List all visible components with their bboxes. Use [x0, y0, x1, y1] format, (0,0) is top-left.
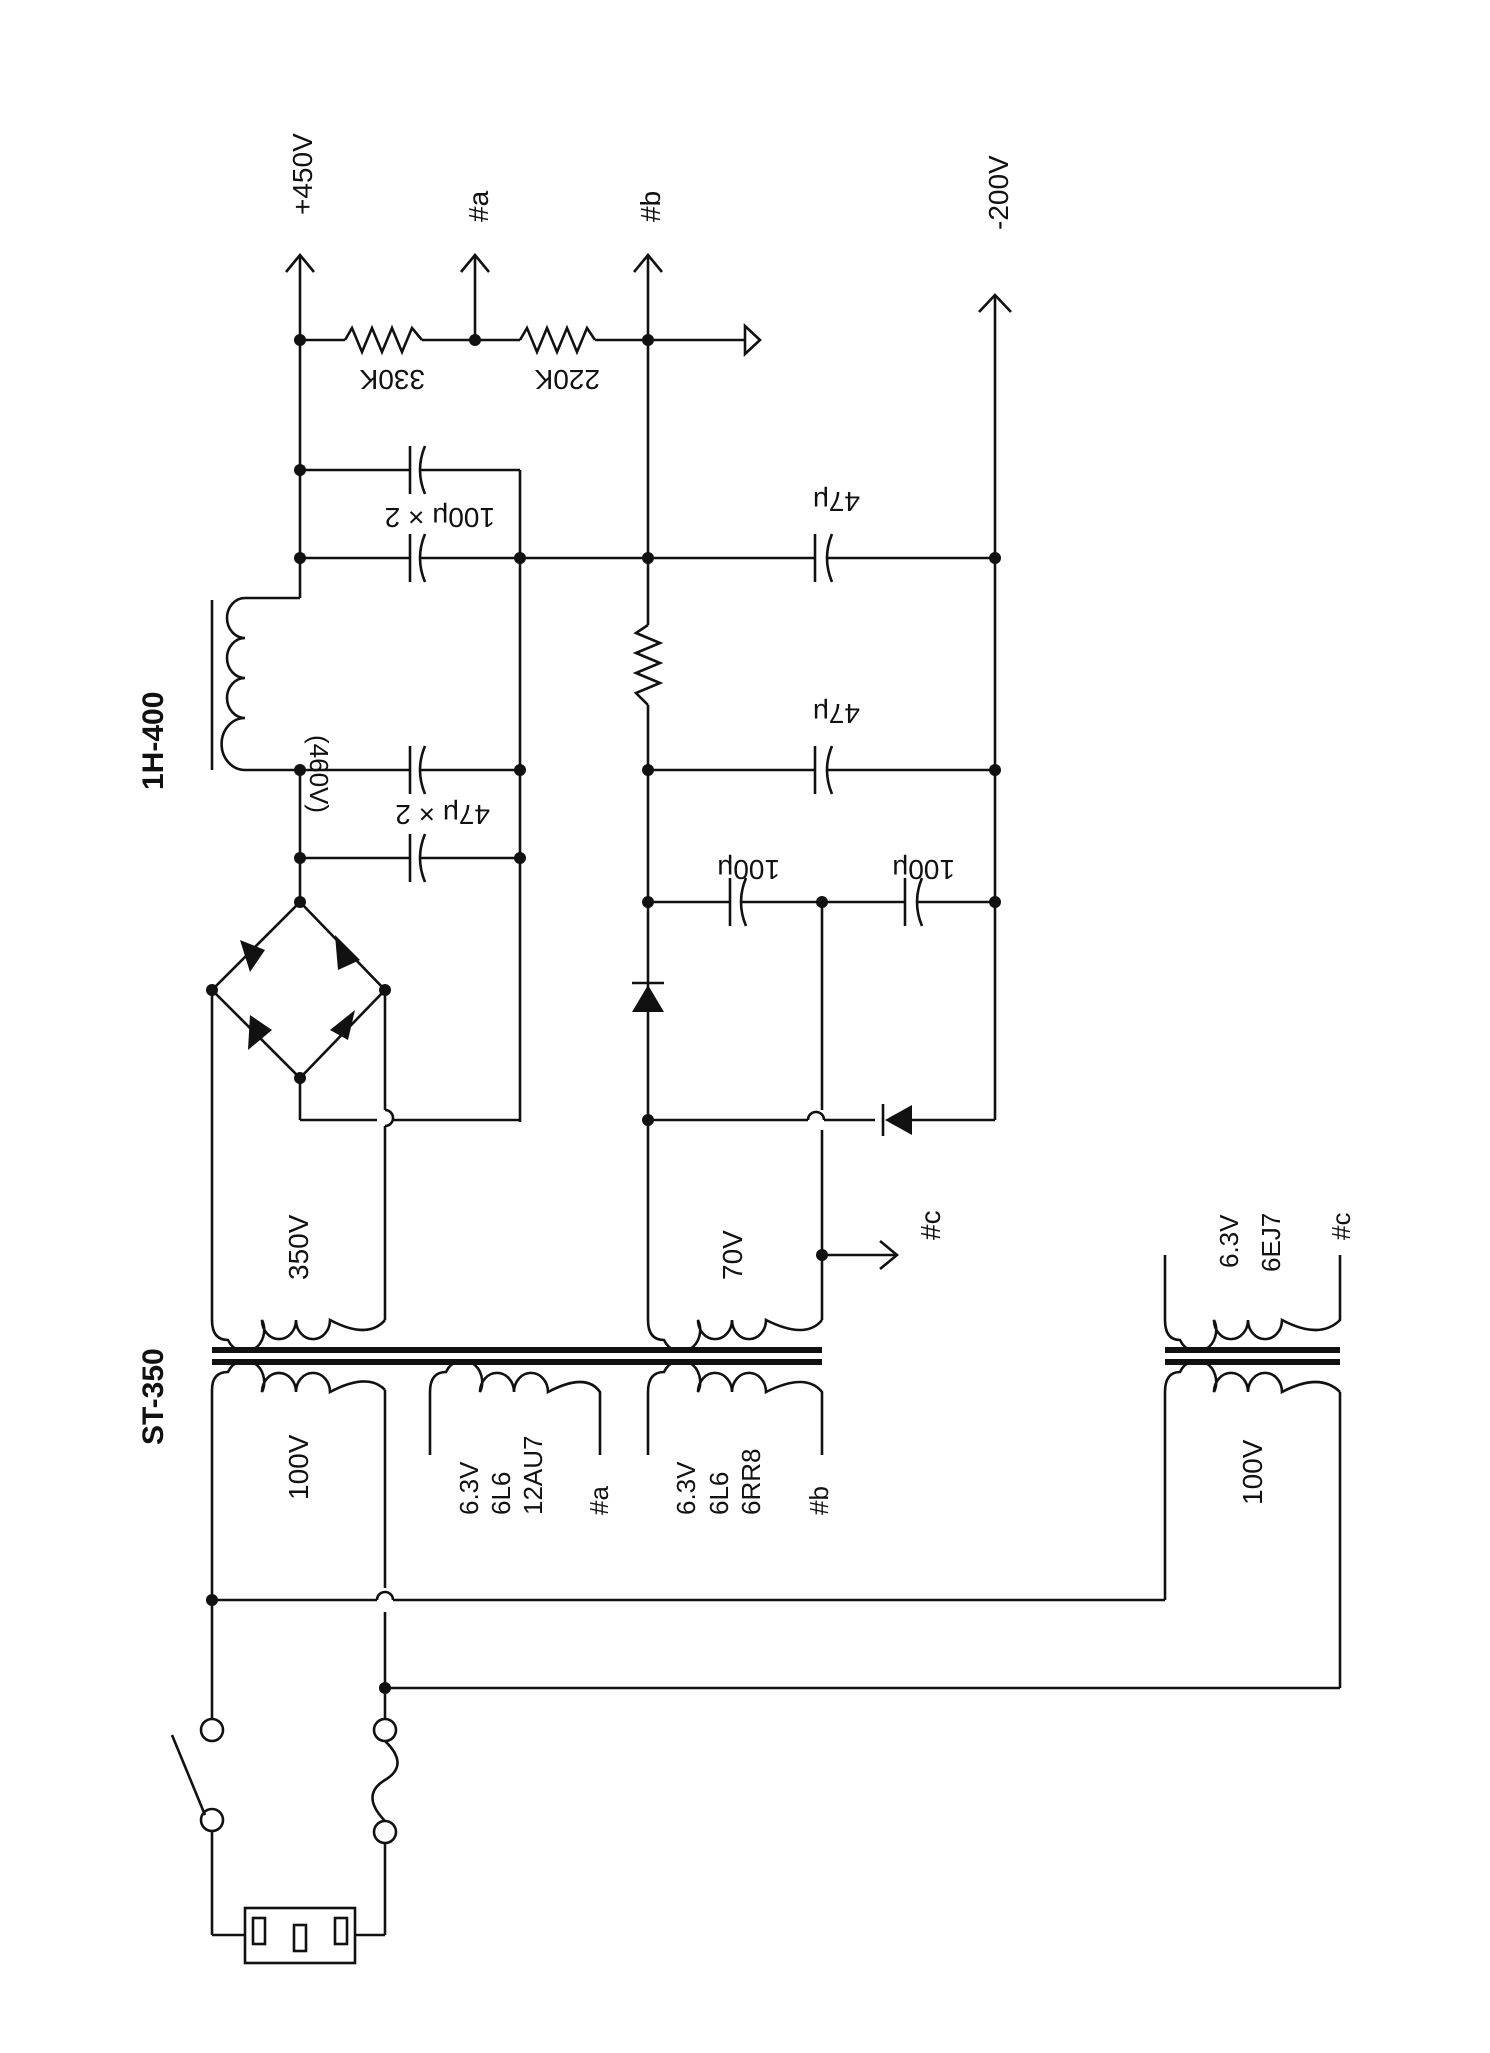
resistor-b	[632, 558, 664, 1120]
label-1h-400: 1H-400	[137, 692, 170, 790]
label-100u-b: 100μ	[892, 854, 955, 885]
primary-100v-winding	[210, 1359, 387, 1595]
label-small-pri: 100V	[1237, 1439, 1268, 1505]
label-st-350: ST-350	[137, 1348, 170, 1445]
capacitor-100u-doubler	[648, 877, 995, 927]
label-330k: 330K	[359, 364, 425, 395]
resistor-220k	[475, 324, 648, 356]
ac-inlet	[212, 1906, 385, 1965]
secondary-350v-winding	[210, 1317, 386, 1353]
label-460v: (460V)	[304, 735, 334, 813]
label-c-out: #c	[915, 1210, 946, 1240]
label-minus-200v: -200V	[983, 155, 1014, 230]
label-heater-b-4: #b	[804, 1486, 834, 1515]
power-switch	[170, 1717, 225, 1935]
heater-winding-b	[646, 1359, 824, 1455]
junction-dots	[206, 334, 1001, 1694]
label-350v: 350V	[283, 1214, 314, 1280]
fuse	[371, 1717, 399, 1935]
label-70v: 70V	[717, 1230, 748, 1280]
label-100u-x2: 100μ × 2	[385, 502, 495, 533]
label-plus-450v: +450V	[287, 133, 318, 215]
label-220k: 220K	[534, 364, 600, 395]
label-heater-a-2: 6L6	[486, 1472, 516, 1515]
capacitor-100u-x2	[300, 445, 648, 583]
resistor-330k	[300, 324, 475, 356]
capacitor-47u-mid	[648, 745, 995, 795]
label-small-sec-3: #c	[1326, 1213, 1356, 1240]
label-heater-a-4: #a	[584, 1486, 614, 1515]
label-rail-b: #b	[635, 191, 666, 222]
winding-70v-wiring	[646, 902, 995, 1320]
diode-b	[632, 981, 664, 1012]
heater-winding-a	[428, 1359, 602, 1455]
capacitor-47u-top	[648, 533, 995, 583]
label-100u-a: 100μ	[717, 854, 780, 885]
label-small-sec-1: 6.3V	[1214, 1214, 1244, 1268]
label-rail-a: #a	[463, 190, 494, 222]
rail-arrows	[284, 252, 1012, 1120]
choke-1h-400	[210, 558, 302, 772]
primary-bus-wiring	[210, 1590, 1340, 1718]
ground-symbol	[648, 323, 762, 357]
label-heater-b-2: 6L6	[704, 1472, 734, 1515]
bridge-rectifier	[210, 858, 520, 1320]
label-small-sec-2: 6EJ7	[1256, 1213, 1286, 1272]
label-47u-top: 47μ	[813, 486, 860, 517]
capacitor-47u-x2	[298, 558, 522, 1122]
label-47u-x2: 47μ × 2	[395, 799, 490, 830]
label-heater-a-1: 6.3V	[454, 1461, 484, 1515]
label-heater-b-1: 6.3V	[671, 1461, 701, 1515]
secondary-70v-winding	[646, 1317, 824, 1353]
transformer-st-350-core	[212, 1347, 822, 1365]
label-pri-100v: 100V	[283, 1434, 314, 1500]
label-47u-mid: 47μ	[813, 698, 860, 729]
label-heater-a-3: 12AU7	[518, 1436, 548, 1516]
small-transformer	[1163, 1255, 1342, 1688]
label-heater-b-3: 6RR8	[736, 1449, 766, 1515]
